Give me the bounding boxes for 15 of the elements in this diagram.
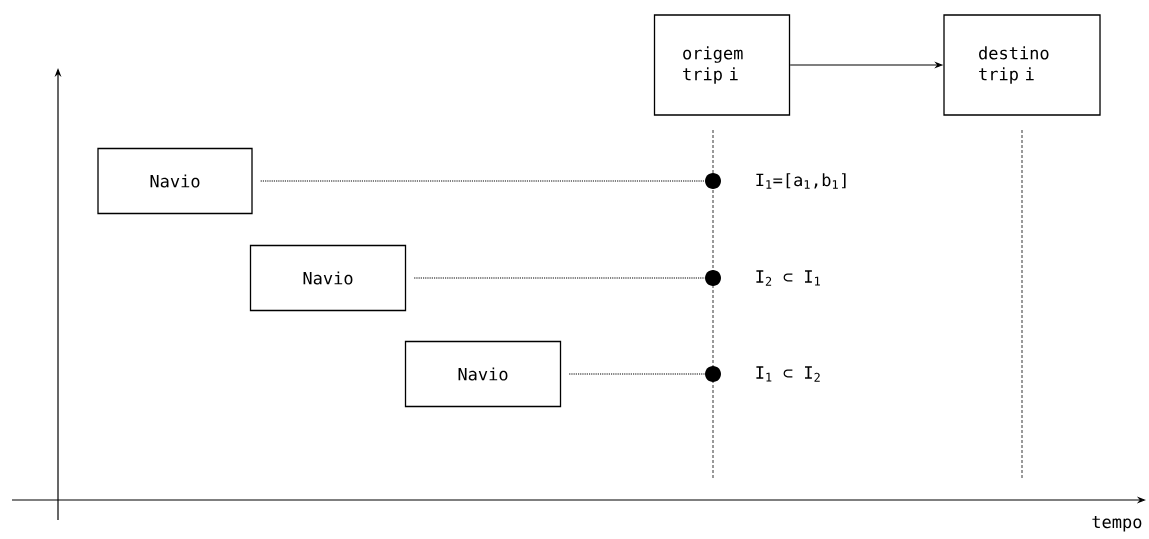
connector xyxy=(260,180,706,182)
interval-label: I$_{1}$ ⊂ I$_{2}$ xyxy=(756,366,820,382)
process-box: Navio xyxy=(404,340,562,408)
connector xyxy=(568,373,706,375)
process-box: Navio xyxy=(249,244,407,312)
axis-label: tempo xyxy=(1092,516,1142,532)
process-box: destino trip i xyxy=(943,14,1101,116)
interval-label: I$_{1}$=[a$_{1}$,b$_{1}$] xyxy=(756,173,846,189)
interval-label: I$_{2}$ ⊂ I$_{1}$ xyxy=(756,270,820,286)
connector xyxy=(413,277,706,279)
dot xyxy=(705,270,721,286)
dot xyxy=(705,173,721,189)
process-box: Navio xyxy=(97,147,253,215)
dot xyxy=(705,366,721,382)
process-box: origem trip i xyxy=(653,14,791,116)
